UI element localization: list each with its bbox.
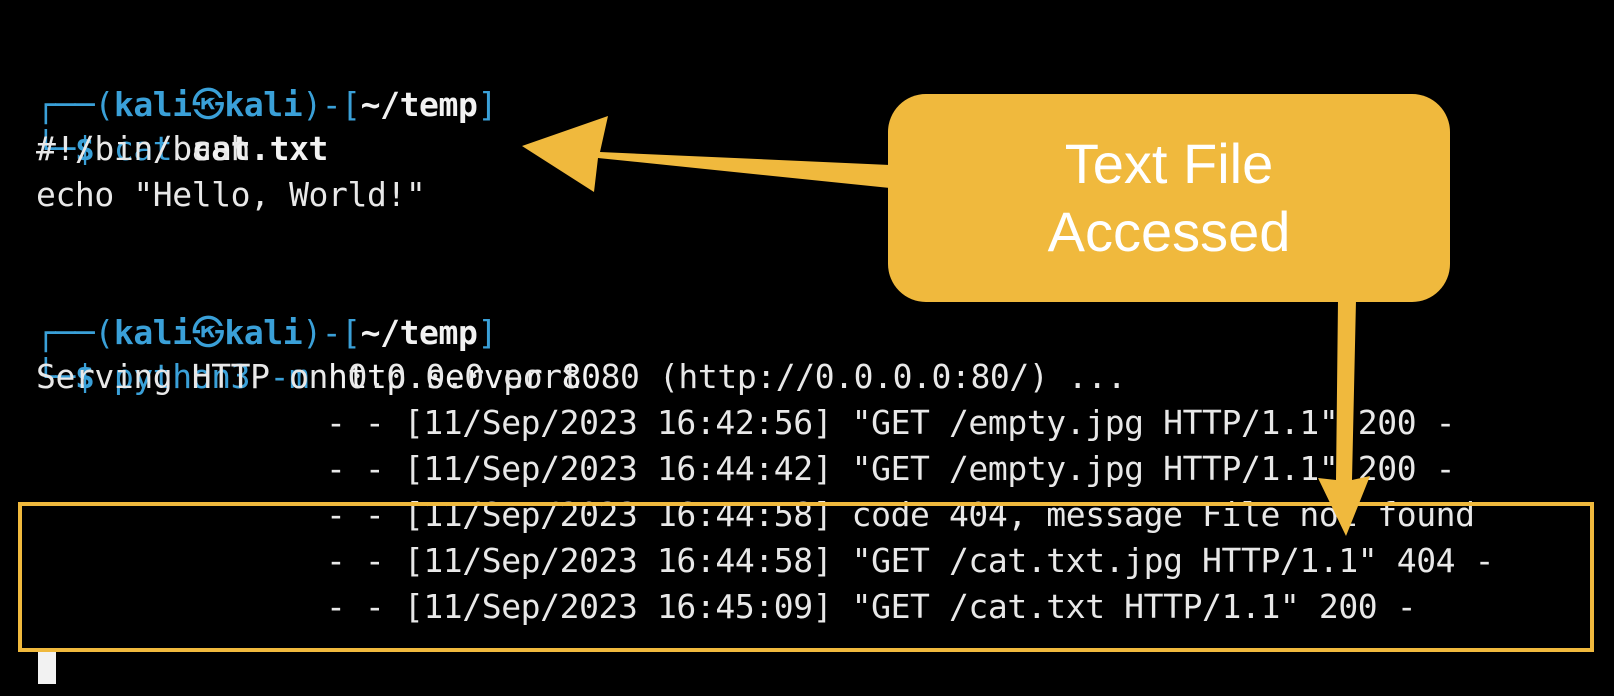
command-line-1: └─$ cat cat.txt	[36, 129, 329, 168]
prompt-host: kali	[224, 313, 303, 352]
serving-line: Serving HTTP on 0.0.0.0 port 80 (http://…	[36, 357, 1127, 396]
output-line-1: #!/bin/bash	[36, 129, 251, 168]
arrow-left-icon	[522, 116, 890, 192]
prompt-dir: ~/temp	[360, 85, 478, 124]
log-line: - - [11/Sep/2023 16:42:56] "GET /empty.j…	[326, 403, 1456, 442]
highlight-box	[18, 502, 1594, 652]
callout-box: Text File Accessed	[888, 94, 1450, 302]
output-line-2: echo "Hello, World!"	[36, 175, 426, 214]
log-line: - - [11/Sep/2023 16:44:58] code 404, mes…	[326, 495, 1475, 534]
command-arg: cat.txt	[191, 129, 329, 168]
prompt-line-1: ┌──(kali㉿kali)-[~/temp]	[36, 85, 497, 124]
log-line: - - [11/Sep/2023 16:44:58] "GET /cat.txt…	[326, 541, 1495, 580]
prompt-user: kali	[113, 313, 192, 352]
prompt-host: kali	[224, 85, 303, 124]
callout-line-1: Text File	[1064, 132, 1274, 195]
kali-at-icon: ㉿	[191, 85, 225, 124]
prompt-line-2: ┌──(kali㉿kali)-[~/temp]	[36, 313, 497, 352]
log-line: - - [11/Sep/2023 16:44:42] "GET /empty.j…	[326, 449, 1456, 488]
callout-line-2: Accessed	[1047, 200, 1291, 263]
command-name: python3	[113, 357, 251, 396]
log-line: - - [11/Sep/2023 16:45:09] "GET /cat.txt…	[326, 587, 1417, 626]
arrow-down-icon	[1318, 300, 1370, 536]
prompt-user: kali	[113, 85, 192, 124]
kali-at-icon: ㉿	[191, 313, 225, 352]
terminal-cursor	[38, 650, 56, 684]
command-flag: -m	[269, 357, 309, 396]
command-arg: http.server 80	[328, 357, 601, 396]
command-name: cat	[113, 129, 173, 168]
command-line-2: └─$ python3 -m http.server 80	[36, 357, 601, 396]
prompt-dir: ~/temp	[360, 313, 478, 352]
